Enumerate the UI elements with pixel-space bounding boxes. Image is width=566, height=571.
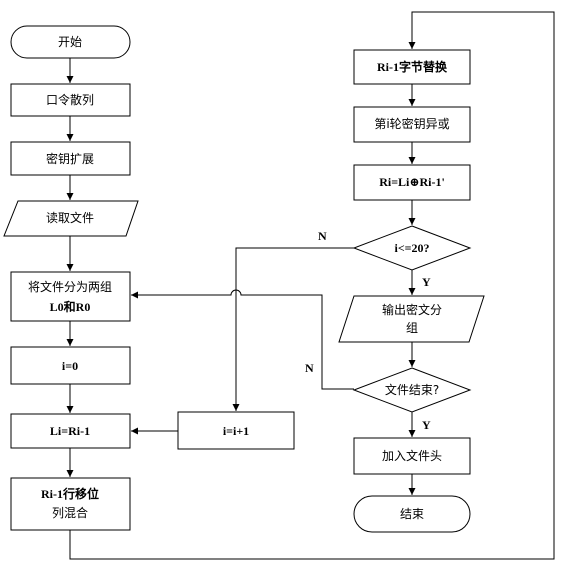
cond-i-yes-label: Y bbox=[422, 275, 431, 289]
sub-bytes-box bbox=[353, 49, 471, 85]
shift-mix-label-1: Ri-1行移位 bbox=[41, 486, 99, 501]
edge-shift-subbytes-loop bbox=[69, 11, 555, 560]
split-file-box bbox=[10, 271, 131, 322]
edges bbox=[66, 11, 555, 560]
shift-mix-box bbox=[10, 477, 131, 531]
split-file-label-2: L0和R0 bbox=[50, 299, 91, 314]
cond-eof-diamond bbox=[352, 367, 472, 413]
start-terminator bbox=[10, 25, 131, 59]
compute-r-label: Ri=Li⊕Ri-1' bbox=[379, 175, 445, 189]
end-terminator bbox=[353, 495, 471, 533]
add-header-box bbox=[353, 437, 471, 475]
edge-labels: N Y N Y bbox=[305, 229, 431, 432]
cond-eof-no-label: N bbox=[305, 361, 314, 375]
edge-cond-no-increment bbox=[232, 247, 354, 411]
sub-bytes-label: Ri-1字节替换 bbox=[377, 59, 448, 74]
output-cipher-io bbox=[338, 295, 485, 343]
output-cipher-label-2: 组 bbox=[406, 321, 418, 335]
increment-i-label: i=i+1 bbox=[223, 424, 249, 438]
end-label: 结束 bbox=[400, 507, 424, 521]
init-i-box bbox=[10, 346, 131, 385]
output-cipher-label-1: 输出密文分 bbox=[382, 302, 442, 317]
compute-r-box bbox=[353, 164, 471, 201]
split-file-label-1: 将文件分为两组 bbox=[28, 279, 112, 294]
cond-i-label: i<=20? bbox=[394, 241, 429, 255]
cond-i-no-label: N bbox=[318, 229, 327, 243]
assign-l-box bbox=[10, 413, 131, 449]
cond-eof-label: 文件结束? bbox=[385, 382, 439, 397]
edge-eof-no-split bbox=[131, 289, 354, 390]
add-header-label: 加入文件头 bbox=[382, 448, 442, 463]
cond-eof-yes-label: Y bbox=[422, 418, 431, 432]
key-expand-box bbox=[10, 141, 131, 176]
xor-key-box bbox=[353, 106, 471, 143]
key-expand-label: 密钥扩展 bbox=[46, 151, 94, 166]
password-hash-box bbox=[10, 83, 131, 117]
start-label: 开始 bbox=[58, 35, 82, 49]
read-file-label: 读取文件 bbox=[46, 210, 94, 225]
shift-mix-label-2: 列混合 bbox=[52, 505, 88, 520]
cond-i-diamond bbox=[352, 225, 472, 271]
xor-key-label: 第i轮密钥异或 bbox=[374, 116, 449, 131]
read-file-io bbox=[3, 200, 139, 237]
increment-i-box bbox=[177, 411, 295, 450]
nodes: 开始 口令散列 密钥扩展 读取文件 将文件分为两组 L0和R0 i=0 Li=R… bbox=[3, 25, 485, 533]
init-i-label: i=0 bbox=[62, 359, 78, 373]
assign-l-label: Li=Ri-1 bbox=[50, 424, 90, 438]
password-hash-label: 口令散列 bbox=[46, 92, 94, 107]
